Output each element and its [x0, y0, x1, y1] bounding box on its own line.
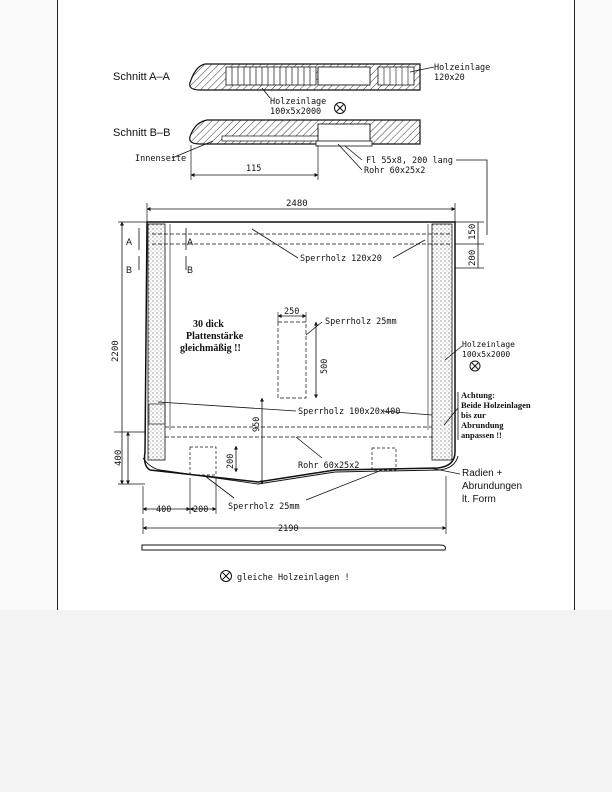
dim-2190: 2190	[278, 524, 298, 534]
legend-circle-icon	[220, 570, 232, 582]
warning-line-2: Beide Holzeinlagen	[461, 400, 531, 410]
same-insert-circle-icon	[334, 102, 346, 114]
dim-400-left: 400	[114, 450, 124, 466]
dim-250: 250	[284, 307, 299, 317]
right-wood-insert	[431, 223, 453, 461]
dim-2480: 2480	[286, 199, 308, 209]
marker-a-left: A	[126, 237, 132, 247]
thickness-label-2: Plattenstärke	[186, 331, 244, 342]
leader-bb-insert	[261, 87, 271, 99]
center-plywood	[277, 321, 307, 399]
marker-b-right: B	[187, 265, 193, 275]
leader-aa-insert	[409, 66, 435, 73]
marker-b-left: B	[126, 265, 132, 275]
radii-label-1: Radien +	[462, 468, 502, 479]
dim-115: 115	[246, 164, 261, 174]
plywood-bottom-label: Sperrholz 25mm	[228, 502, 300, 512]
main-plate	[142, 221, 459, 485]
section-bb-insert-label-2: 100x5x2000	[270, 107, 321, 117]
section-aa-insert-label-2: 120x20	[434, 73, 465, 83]
dim-200-right: 200	[468, 250, 478, 266]
warning-line-1: Achtung:	[461, 390, 495, 400]
section-aa: Schnitt A–A Holzeinlage 120x20	[113, 63, 490, 117]
radii-label-3: lt. Form	[462, 494, 496, 505]
leader-flat-bar	[344, 145, 363, 161]
section-markers: A A B B	[126, 228, 193, 275]
side-insert-label-1: Holzeinlage	[462, 340, 515, 349]
section-aa-ribs	[231, 67, 311, 85]
legend-x-icon	[222, 572, 230, 580]
bottom-plywood-right	[371, 447, 397, 471]
dim-150: 150	[468, 224, 478, 240]
section-bb-tube	[317, 123, 371, 143]
section-aa-core	[225, 66, 317, 86]
dim-200-bottom: 200	[193, 505, 208, 515]
side-insert-label-2: 100x5x2000	[462, 350, 510, 359]
leader-tube	[337, 143, 363, 171]
section-bb: Schnitt B–B Innenseite Fl 55x8, 200 lang…	[113, 119, 488, 235]
dim-400-bottom: 400	[156, 505, 171, 515]
section-bb-flat-bar-label: Fl 55x8, 200 lang	[366, 156, 453, 166]
radii-label-2: Abrundungen	[462, 481, 522, 492]
plywood-mid-label: Sperrholz 100x20x400	[298, 407, 400, 417]
side-same-insert-circle-icon	[469, 360, 481, 372]
section-bb-tube-label: Rohr 60x25x2	[364, 166, 425, 176]
warning-line-3: bis zur	[461, 410, 486, 420]
left-wood-insert	[147, 223, 166, 461]
thickness-label-1: 30 dick	[193, 319, 224, 330]
section-aa-title: Schnitt A–A	[113, 71, 171, 83]
leader-inside	[171, 140, 214, 159]
same-insert-x-icon	[336, 104, 344, 112]
plywood-center-label: Sperrholz 25mm	[325, 317, 397, 327]
warning-line-5: anpassen !!	[461, 430, 502, 440]
section-bb-flat-bar	[315, 140, 373, 147]
plywood-top-label: Sperrholz 120x20	[300, 254, 382, 264]
legend-text: gleiche Holzeinlagen !	[237, 573, 350, 583]
warning-line-4: Abrundung	[461, 420, 504, 430]
section-bb-insert-label-1: Holzeinlage	[270, 97, 326, 107]
section-bb-title: Schnitt B–B	[113, 127, 170, 139]
side-profile-bar	[141, 544, 446, 551]
dim-200-mid: 200	[226, 454, 236, 469]
plate-outline	[143, 221, 456, 483]
section-aa-insert-label-1: Holzeinlage	[434, 63, 490, 73]
section-aa-tube	[317, 66, 371, 86]
marker-a-right: A	[187, 237, 193, 247]
dim-500: 500	[320, 359, 330, 374]
bottom-plywood-left	[189, 446, 217, 476]
thickness-label-3: gleichmäßig !!	[180, 343, 241, 354]
blank-area	[0, 610, 612, 792]
side-same-insert-x-icon	[471, 362, 479, 370]
tube-bottom-label: Rohr 60x25x2	[298, 461, 359, 471]
dim-950: 950	[252, 417, 262, 432]
section-bb-thin-insert	[221, 135, 333, 142]
dim-2200: 2200	[111, 340, 121, 362]
section-bb-inside-label: Innenseite	[135, 154, 186, 164]
connector-line	[456, 159, 488, 235]
